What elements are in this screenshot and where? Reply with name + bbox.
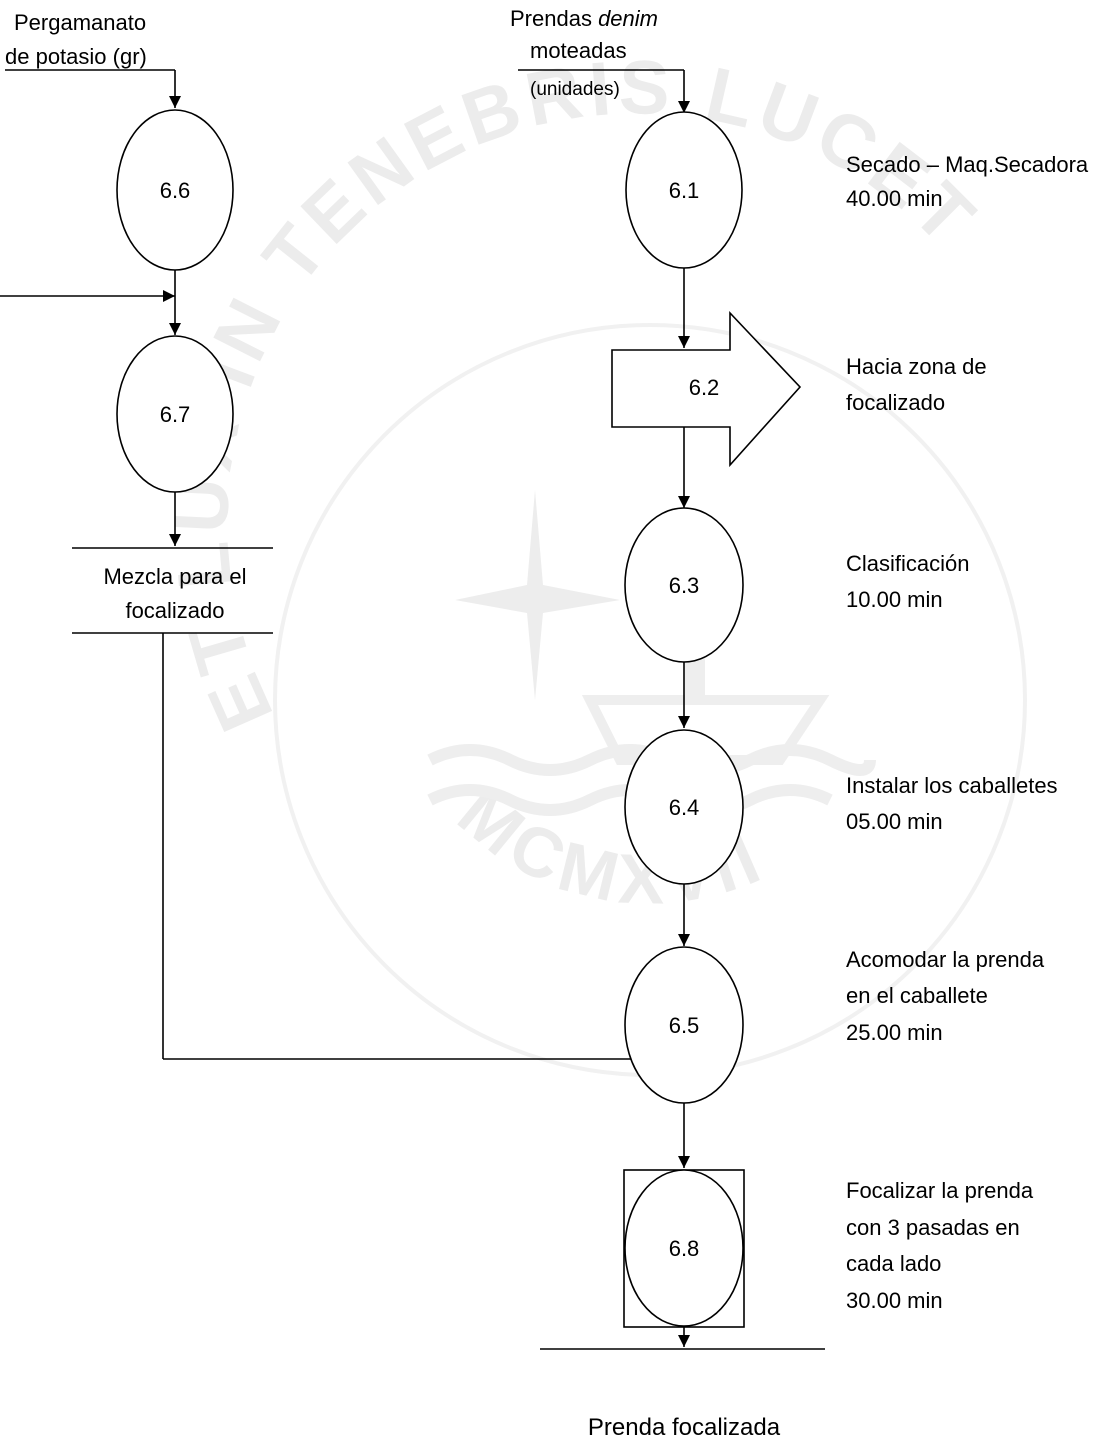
prenda-focalizada-label: Prenda focalizada [588,1414,781,1441]
operation-node-6-5: 6.5 [624,946,744,1104]
input-denim-label-line2: moteadas [530,38,627,63]
svg-text:30.00 min: 30.00 min [846,1288,943,1313]
svg-text:6.8: 6.8 [669,1236,700,1261]
storage-prenda-focalizada: Prenda focalizada [540,1348,825,1441]
operation-node-6-7: 6.7 [116,335,234,493]
annotation-6-4: Instalar los caballetes 05.00 min [846,773,1058,834]
svg-text:focalizado: focalizado [846,390,945,415]
operation-node-6-6: 6.6 [116,109,234,271]
svg-text:6.5: 6.5 [669,1013,700,1038]
annotation-6-1: Secado – Maq.Secadora 40.00 min [846,152,1089,211]
storage-mezcla: Mezcla para el focalizado [72,547,273,634]
svg-text:40.00 min: 40.00 min [846,186,943,211]
mezcla-label-line2: focalizado [125,598,224,623]
annotation-6-8: Focalizar la prenda con 3 pasadas en cad… [846,1178,1034,1313]
svg-text:Hacia zona de: Hacia zona de [846,354,987,379]
svg-text:con 3 pasadas en: con 3 pasadas en [846,1215,1020,1240]
combined-node-6-8: 6.8 [623,1169,745,1328]
input-denim-label-line1: Prendas denim [510,6,658,31]
connector-lines [0,69,690,1347]
svg-text:Instalar los caballetes: Instalar los caballetes [846,773,1058,798]
svg-text:6.7: 6.7 [160,402,191,427]
svg-text:Acomodar la prenda: Acomodar la prenda [846,947,1045,972]
svg-text:05.00 min: 05.00 min [846,809,943,834]
svg-text:Focalizar la prenda: Focalizar la prenda [846,1178,1034,1203]
svg-text:6.4: 6.4 [669,795,700,820]
svg-text:6.2: 6.2 [689,375,720,400]
annotation-6-2: Hacia zona de focalizado [846,354,987,415]
operation-node-6-3: 6.3 [624,507,744,663]
svg-text:6.6: 6.6 [160,178,191,203]
input-denim-label-line3: (unidades) [530,79,620,100]
annotation-6-3: Clasificación 10.00 min [846,551,970,612]
transport-node-6-2: 6.2 [611,310,802,468]
svg-text:cada lado: cada lado [846,1251,941,1276]
svg-text:6.3: 6.3 [669,573,700,598]
mezcla-label-line1: Mezcla para el [103,564,246,589]
svg-text:Secado – Maq.Secadora: Secado – Maq.Secadora [846,152,1089,177]
operation-node-6-1: 6.1 [625,111,743,269]
annotation-6-5: Acomodar la prenda en el caballete 25.00… [846,947,1045,1045]
operation-node-6-4: 6.4 [624,729,744,885]
input-potasio-label-line2: de potasio (gr) [5,44,147,69]
svg-text:6.1: 6.1 [669,178,700,203]
input-potasio-label-line1: Pergamanato [14,10,146,35]
watermark-star-icon [455,490,620,700]
svg-text:25.00 min: 25.00 min [846,1020,943,1045]
svg-text:en el caballete: en el caballete [846,983,988,1008]
svg-text:10.00 min: 10.00 min [846,587,943,612]
svg-text:Clasificación: Clasificación [846,551,970,576]
